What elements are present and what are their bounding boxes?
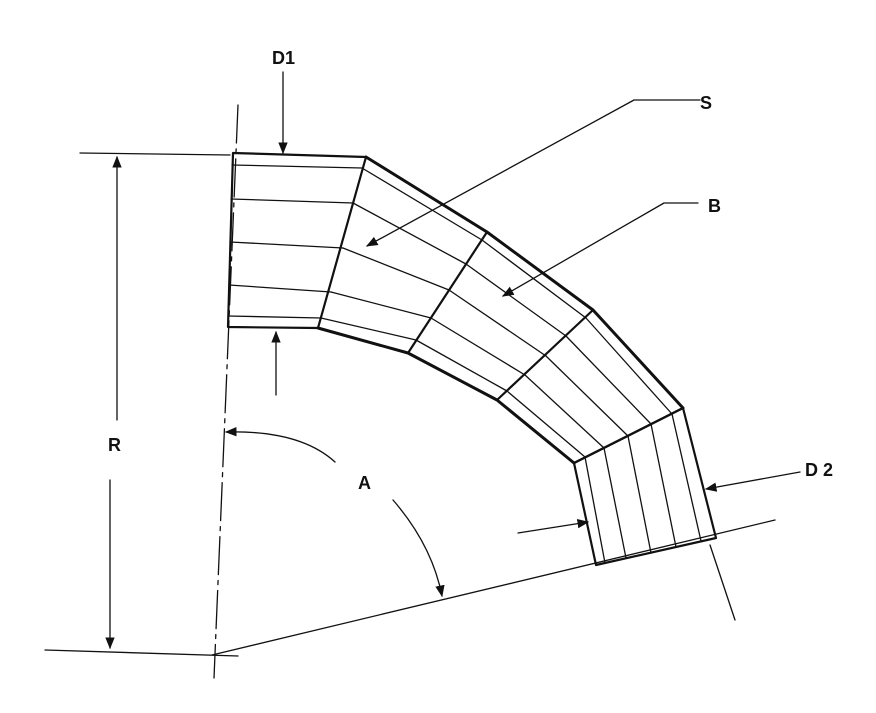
outlet-center-line — [709, 544, 736, 621]
inlet-section — [226, 151, 368, 330]
angle-a-dimension — [224, 427, 445, 598]
bottom-extension-line — [44, 649, 239, 657]
inner-boundary — [316, 326, 576, 465]
bend-segments — [316, 155, 685, 465]
d2-dimension — [517, 471, 801, 534]
b-leader — [501, 202, 699, 297]
label-r: R — [108, 435, 121, 455]
outlet-section — [572, 406, 718, 567]
outer-boundary — [364, 155, 685, 410]
label-a: A — [358, 473, 371, 493]
angle-arc-lower — [392, 499, 445, 598]
label-s: S — [700, 93, 712, 113]
reference-lines — [44, 104, 776, 679]
outlet-outline — [572, 406, 718, 567]
s-leader — [365, 99, 701, 247]
d2-arrow-right — [704, 471, 801, 492]
slanted-axis-line — [211, 519, 776, 656]
vertical-axis-line — [213, 104, 239, 679]
d1-dimension — [271, 71, 288, 396]
leaders — [365, 99, 701, 297]
label-d1: D1 — [272, 48, 295, 68]
miter-joint-1 — [406, 230, 489, 355]
label-d2: D 2 — [805, 460, 833, 480]
d2-arrow-left — [517, 519, 590, 534]
label-b: B — [708, 196, 721, 216]
top-extension-line — [79, 152, 231, 156]
angle-arc-upper — [224, 427, 336, 463]
inlet-outline — [226, 151, 368, 330]
r-dimension — [105, 155, 122, 650]
